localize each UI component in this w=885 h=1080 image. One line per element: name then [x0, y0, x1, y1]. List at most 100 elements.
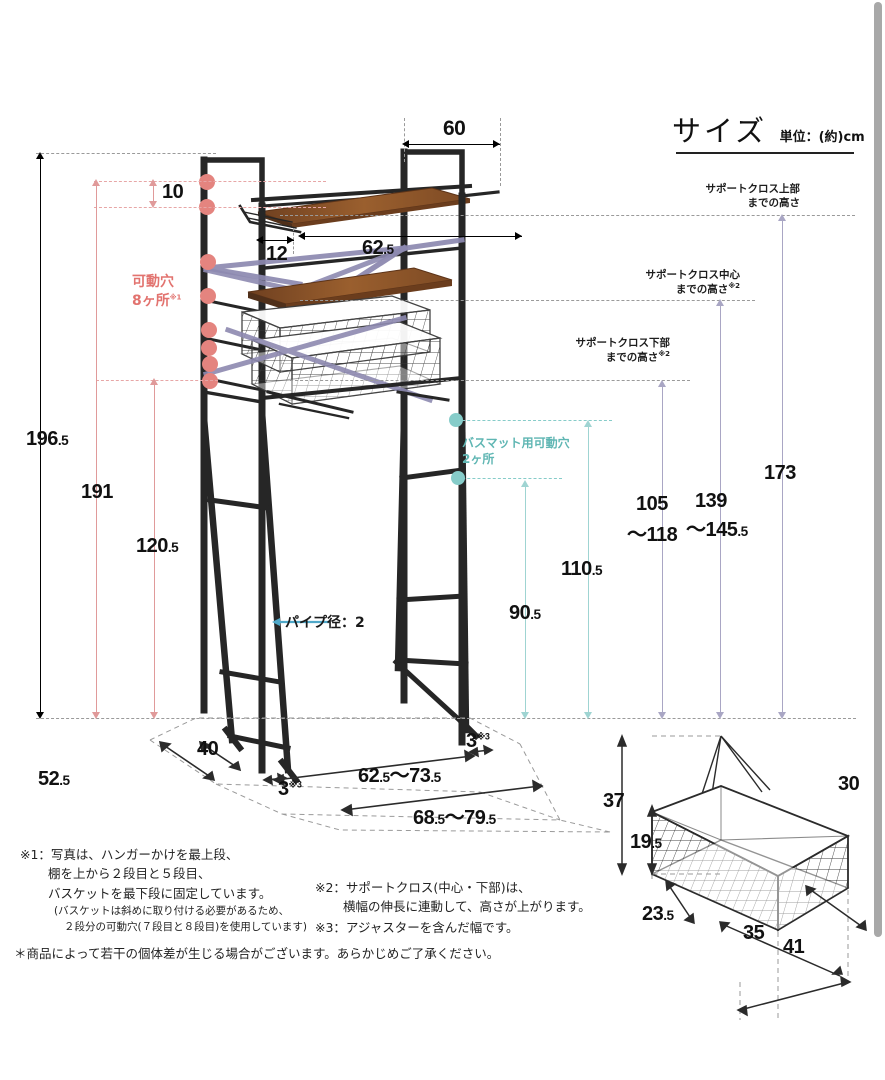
movable-holes-count-text: 8ヶ所: [132, 292, 170, 309]
guide-60-right: [500, 118, 501, 186]
dim-12: 12: [266, 243, 288, 265]
sc-bot-l2: までの高さ: [605, 351, 659, 364]
basket-dim-30: 30: [838, 773, 860, 795]
dim-arrow-10-top: [149, 179, 157, 186]
support-cross-mid-label: サポートクロス中心 までの高さ※2: [540, 268, 741, 297]
basket-dim-35: 35: [743, 922, 765, 944]
dim-outer-width: 68.5～79.5: [413, 807, 496, 829]
dim-arrow-196-top: [36, 152, 44, 159]
basket-detail-drawing: [649, 735, 851, 932]
sc-bot-l1: サポートクロス下部: [575, 337, 671, 349]
dim-arrow-139-bot: [716, 712, 724, 719]
dim-arrow-105-top: [658, 380, 666, 387]
dim-arrow-191-bot: [92, 712, 100, 719]
sc-bot-note: ※2: [658, 350, 670, 359]
dim-arrow-905-bot: [521, 712, 529, 719]
bathmat-holes-label: バスマット用可動穴 2ヶ所: [462, 435, 570, 467]
dim-arrow-1205-top: [150, 378, 158, 385]
dim-173: 173: [764, 462, 796, 484]
dim-line-10: [153, 183, 154, 205]
footnote-2: ※2：サポートクロス(中心・下部)は、 横幅の伸長に連動して、高さが上がります。: [315, 878, 615, 917]
sc-top-l2: までの高さ: [747, 197, 801, 210]
guide-support-mid: [300, 300, 755, 301]
dim-90-5: 90.5: [509, 602, 541, 624]
basket-dim-37: 37: [603, 790, 625, 812]
dim-120-5: 120.5: [136, 535, 179, 557]
guide-bathmat-top: [452, 420, 612, 421]
dim-arrow-12-left: [256, 236, 263, 244]
basket-dim-23-5: 23.5: [642, 903, 674, 925]
sc-mid-l1: サポートクロス中心: [645, 269, 741, 281]
dim-arrow-12-right: [287, 236, 294, 244]
dim-139-a: 139: [695, 490, 727, 512]
scrollbar-thumb[interactable]: [874, 2, 882, 937]
guide-10-top: [94, 181, 326, 182]
movable-holes-label: 可動穴 8ヶ所※1: [132, 273, 181, 311]
footnote-1-line-4: (バスケットは斜めに取り付ける必要があるため、: [54, 905, 290, 918]
dim-40: 40: [197, 738, 219, 760]
basket-dim-19-5: 19.5: [630, 831, 662, 853]
movable-hole-markers: [199, 174, 218, 389]
dim-line-90-5: [525, 484, 526, 716]
dim-arrow-1105-top: [584, 420, 592, 427]
dim-arrow-10-bot: [149, 201, 157, 208]
footnote-3: ※3：アジャスターを含んだ幅です。: [315, 918, 615, 937]
scrollbar-track[interactable]: [871, 0, 885, 1080]
guide-bathmat-bottom: [452, 478, 562, 479]
unit-label: 単位：(約)cm: [779, 130, 865, 145]
dim-arrow-139-top: [716, 299, 724, 306]
support-cross-top-label: サポートクロス上部 までの高さ: [600, 182, 801, 210]
dim-60: 60: [443, 117, 466, 140]
dim-3-left-note: ※3: [288, 779, 302, 790]
pipe-diameter-pointer: [272, 618, 330, 626]
guide-support-bottom: [290, 380, 690, 381]
movable-holes-note: ※1: [169, 293, 182, 302]
guide-10-bottom: [94, 207, 326, 208]
dim-inner-width: 62.5～73.5: [358, 765, 441, 787]
sc-top-l1: サポートクロス上部: [705, 183, 801, 195]
support-cross-bottom-label: サポートクロス下部 までの高さ※2: [480, 336, 671, 365]
dim-3-right-note: ※3: [476, 731, 490, 742]
footnote-3-line-1: ※3：アジャスターを含んだ幅です。: [315, 920, 519, 935]
dim-arrow-1205-bot: [150, 712, 158, 719]
dim-62-5: 62.5: [362, 237, 394, 260]
dim-105-118-b: ～118: [627, 524, 678, 546]
dim-191: 191: [81, 481, 113, 503]
movable-holes-text: 可動穴: [132, 274, 174, 290]
dim-10: 10: [162, 181, 184, 203]
dim-139-b-value: ～145.5: [686, 519, 748, 541]
dim-line-60: [404, 144, 500, 145]
footnote-star: ＊商品によって若干の個体差が生じる場合がございます。あらかじめご了承ください。: [14, 944, 534, 963]
footnote-1-line-5: ２段分の可動穴(７段目と８段目)を使用しています): [64, 921, 307, 934]
bathmat-holes-text: バスマット用可動穴: [462, 436, 570, 450]
dim-arrow-105-bot: [658, 712, 666, 719]
dim-arrow-191-top: [92, 179, 100, 186]
dim-196-5: 196.5: [26, 428, 69, 450]
dim-62-5-value: 62.5: [362, 237, 394, 259]
dim-arrow-173-top: [778, 214, 786, 221]
dim-arrow-1105-bot: [584, 712, 592, 719]
sc-mid-l2: までの高さ: [675, 283, 729, 296]
dim-line-110-5: [588, 424, 589, 716]
pipe-diameter-label: パイプ径：2: [285, 612, 365, 632]
dim-line-62-5: [300, 236, 522, 237]
footnote-1-line-2: 棚を上から２段目と５段目、: [48, 866, 211, 882]
dim-line-139-145: [720, 303, 721, 716]
dim-arrow-625-right: [515, 232, 522, 240]
footnote-2-line-2: 横幅の伸長に連動して、高さが上がります。: [343, 899, 591, 915]
dim-arrow-196-bot: [36, 712, 44, 719]
guide-top-1: [36, 153, 216, 154]
dim-line-173: [782, 218, 783, 716]
dim-139-b: ～145.5: [686, 513, 748, 542]
dim-line-196-5: [40, 156, 41, 716]
header-rule: [676, 152, 854, 154]
footnote-star-text: ＊商品によって若干の個体差が生じる場合がございます。あらかじめご了承ください。: [14, 946, 500, 961]
basket-guides: [651, 735, 849, 1020]
dim-3-right-value: 3: [466, 730, 477, 752]
dim-arrow-625-left: [298, 232, 305, 240]
base-guides: [149, 717, 611, 833]
dim-3-right: 3※3: [466, 730, 490, 753]
footnote-1-line-3: バスケットを最下段に固定しています。: [48, 885, 272, 901]
